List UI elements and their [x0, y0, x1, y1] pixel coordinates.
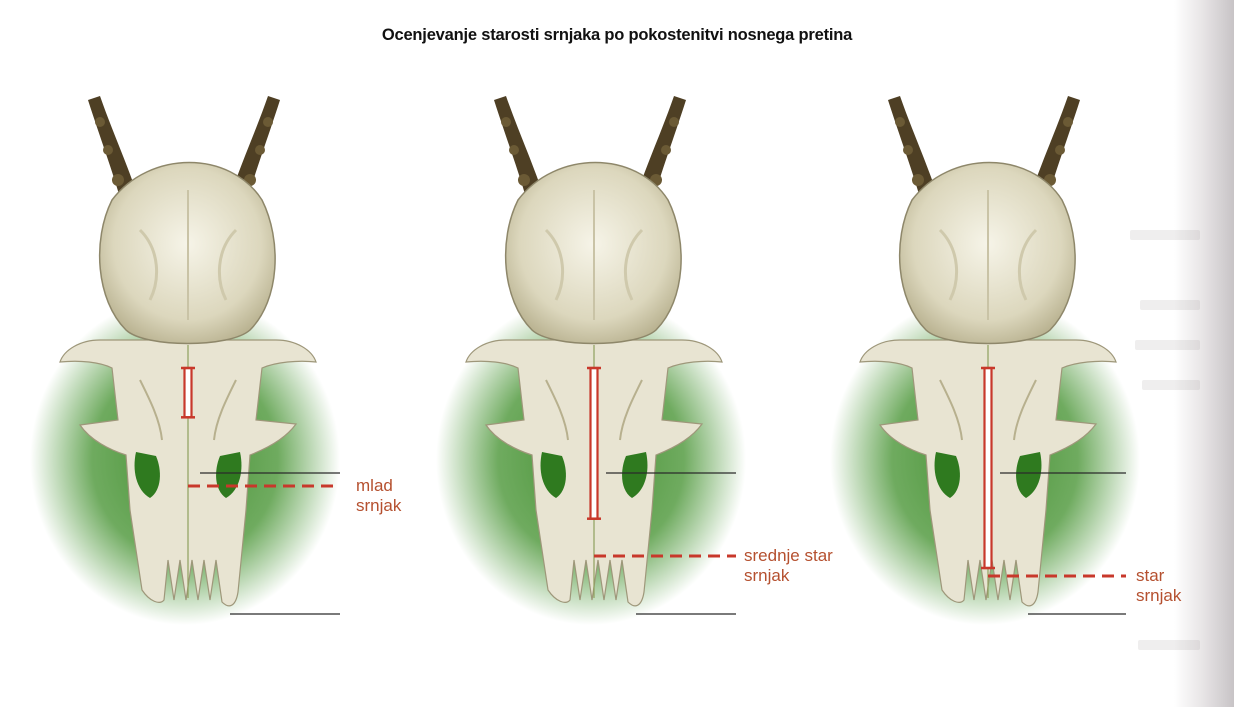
ossification-bar — [185, 368, 192, 417]
skull-panel-old: star srnjak — [800, 0, 1220, 707]
skull-panel-young: mlad srnjak — [0, 0, 420, 707]
age-label-line2: srnjak — [356, 496, 401, 516]
age-label: mlad srnjak — [356, 476, 401, 516]
skull-illustration — [406, 0, 826, 707]
age-label-line2: srnjak — [1136, 586, 1181, 606]
ossification-bar — [591, 368, 598, 519]
skull-panel-middle-aged: srednje star srnjak — [406, 0, 826, 707]
skull-illustration — [0, 0, 420, 707]
age-label-line1: mlad — [356, 476, 401, 496]
age-label: star srnjak — [1136, 566, 1181, 606]
ossification-bar — [985, 368, 992, 568]
age-label-line1: star — [1136, 566, 1181, 586]
